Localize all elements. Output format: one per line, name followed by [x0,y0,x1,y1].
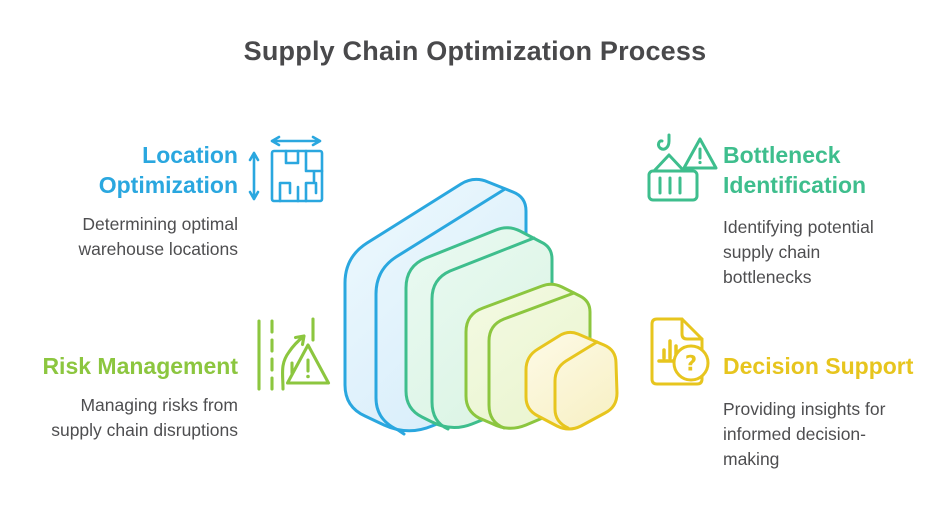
vertical-measure-arrow [248,151,260,201]
desc-line: Identifying potential [723,217,874,237]
question-mark: ? [685,352,697,376]
section-description: Managing risks from supply chain disrupt… [28,393,238,443]
heading-line: Bottleneck [723,142,841,168]
desc-line: Providing insights for [723,399,886,419]
document-icon [650,317,704,386]
layered-squares-illustration [343,177,619,436]
section-heading: Decision Support [723,351,933,381]
desc-line: bottlenecks [723,267,812,287]
desc-line: warehouse locations [78,239,238,259]
road-warning-icon [257,317,331,391]
heading-line: Risk Management [42,353,238,379]
section-heading: Location Optimization [38,140,238,200]
crane-container-warning-icon [647,133,718,202]
document-fold [680,317,704,341]
container-icon [647,169,699,202]
page-title: Supply Chain Optimization Process [243,36,707,66]
horizontal-measure-arrow [270,135,322,147]
warning-triangle-icon [285,343,331,385]
desc-line: making [723,449,780,469]
section-heading: Bottleneck Identification [723,140,933,200]
question-badge-icon: ? [672,344,710,382]
desc-line: supply chain disruptions [51,420,238,440]
warning-triangle-icon [682,137,718,170]
heading-line: Optimization [98,172,238,198]
section-description: Determining optimal warehouse locations [28,212,238,262]
heading-line: Location [142,142,238,168]
stack-layer-4-smallest [524,330,619,431]
bar-chart-icon [657,339,682,363]
floorplan-walls [278,149,324,203]
floorplan-measure-icon [248,135,324,203]
document-chart-question-icon: ? [650,317,710,386]
heading-line: Decision Support [723,353,914,379]
desc-line: Managing risks from [80,395,238,415]
desc-line: Determining optimal [82,214,238,234]
crane-hook-icon [657,133,671,151]
section-description: Identifying potential supply chain bottl… [723,215,918,290]
desc-line: supply chain [723,242,821,262]
container-ribs [658,176,682,195]
desc-line: informed decision- [723,424,866,444]
lifting-cables [652,153,686,173]
trend-arrow [280,334,306,391]
section-description: Providing insights for informed decision… [723,397,918,472]
section-heading: Risk Management [18,351,238,381]
heading-line: Identification [723,172,867,198]
